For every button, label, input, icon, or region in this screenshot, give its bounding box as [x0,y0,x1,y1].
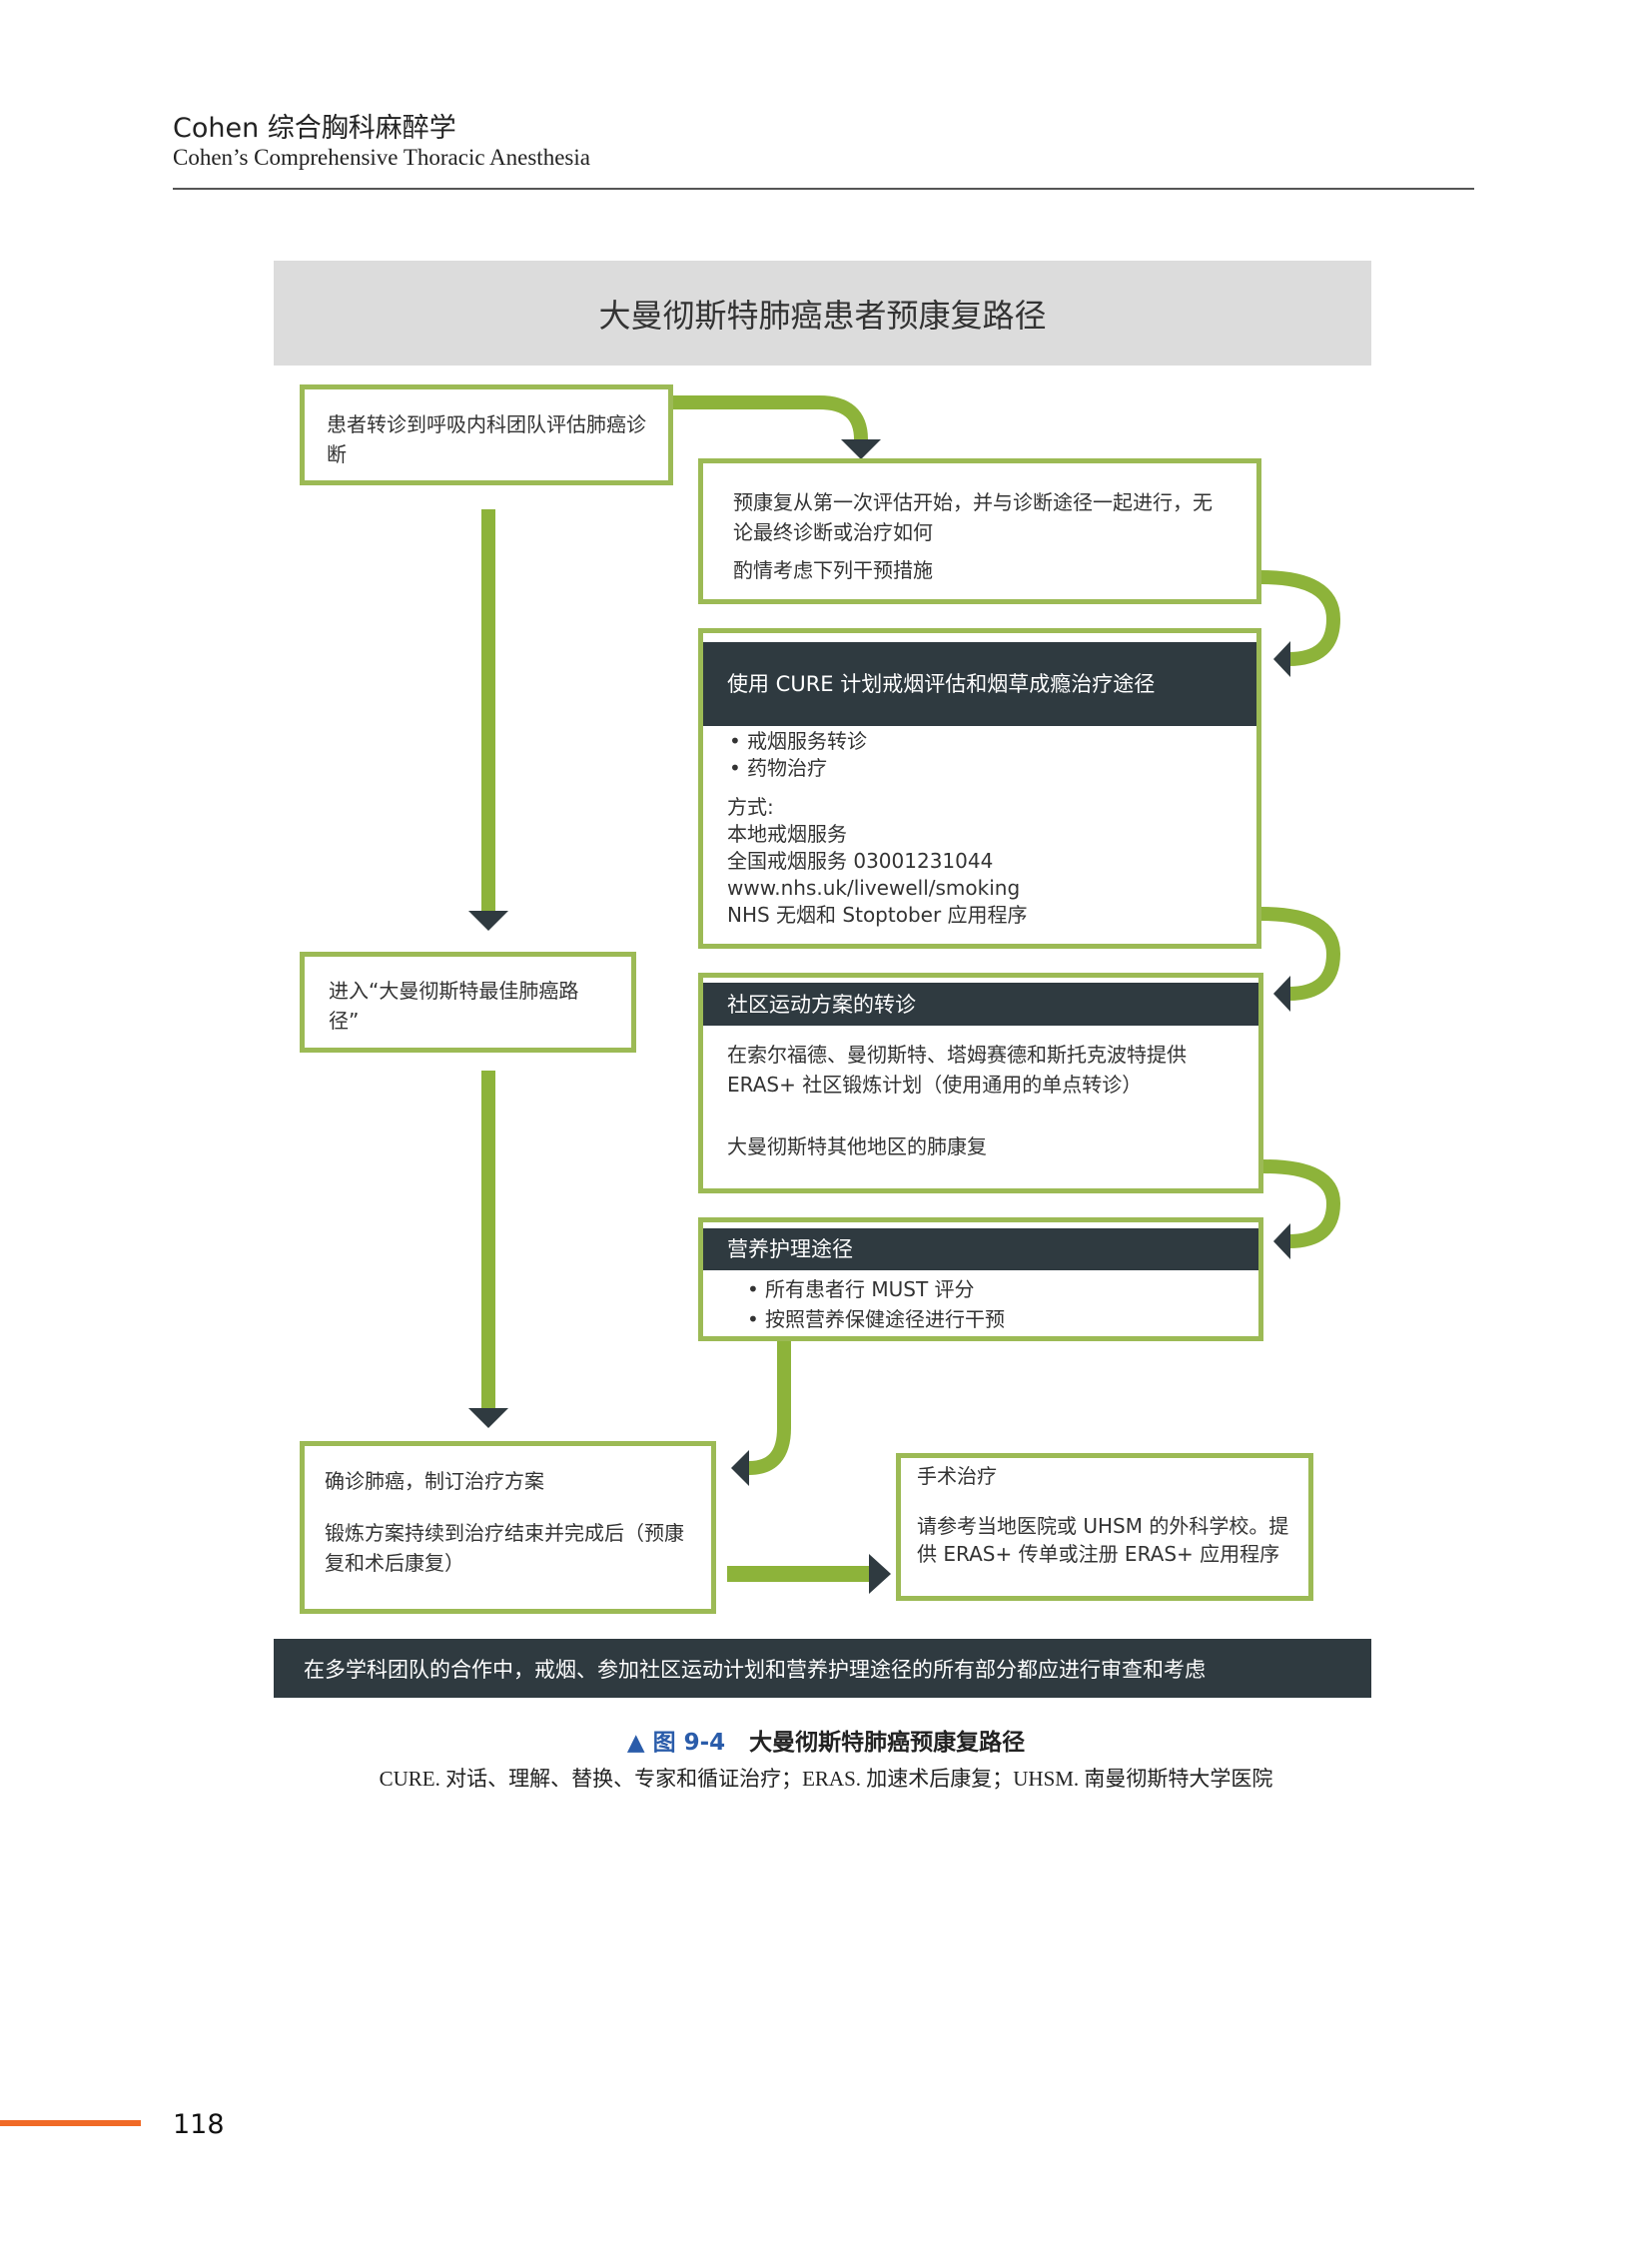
smoking-line: 全国戒烟服务 03001231044 [727,849,994,873]
arrowhead-left-icon [731,1450,749,1486]
box-exercise: 社区运动方案的转诊 在索尔福德、曼彻斯特、塔姆赛德和斯托克波特提供 ERAS+ … [698,973,1263,1193]
arrow-exercise-to-nutrition [1262,1159,1341,1248]
arrow-nutrition-to-diagnosis [748,1341,791,1475]
mdt-band: 在多学科团队的合作中，戒烟、参加社区运动计划和营养护理途径的所有部分都应进行审查… [274,1639,1371,1698]
figure-title: 大曼彻斯特肺癌患者预康复路径 [274,261,1371,366]
nutrition-header: 营养护理途径 [703,1228,1258,1270]
box-surgery: 手术治疗 请参考当地医院或 UHSM 的外科学校。提供 ERAS+ 传单或注册 … [896,1453,1313,1601]
figure-caption: ▲ 图 9-4 大曼彻斯特肺癌预康复路径 [0,1723,1652,1757]
arrowhead-down-icon [468,1408,508,1428]
triangle-marker-icon: ▲ [626,1730,645,1756]
smoking-line: 本地戒烟服务 [727,822,847,846]
smoking-bullet: 药物治疗 [729,755,1233,782]
book-title-en: Cohen’s Comprehensive Thoracic Anesthesi… [173,145,590,170]
figure-label: 图 9-4 [652,1730,726,1756]
arrowhead-left-icon [1273,976,1290,1012]
header-divider [173,188,1474,190]
arrowhead-down-icon [468,911,508,931]
box-prehab: 预康复从第一次评估开始，并与诊断途径一起进行，无论最终诊断或治疗如何 酌情考虑下… [698,458,1261,604]
page-accent-bar [0,2120,141,2126]
arrow-smoking-to-exercise [1260,907,1341,1001]
diagnosis-line1: 确诊肺癌，制订治疗方案 [325,1469,544,1493]
surgery-title: 手术治疗 [917,1464,997,1488]
arrowhead-right-icon [869,1554,891,1594]
nutrition-bullet: 所有患者行 MUST 评分 [747,1274,1258,1304]
prehab-line1: 预康复从第一次评估开始，并与诊断途径一起进行，无论最终诊断或治疗如何 [733,490,1213,544]
box-nutrition: 营养护理途径 所有患者行 MUST 评分 按照营养保健途径进行干预 [698,1217,1263,1341]
smoking-bullet: 戒烟服务转诊 [729,728,1233,755]
exercise-header: 社区运动方案的转诊 [703,983,1258,1026]
arrow-referral-to-prehab [673,395,868,440]
box-optimal-pathway: 进入“大曼彻斯特最佳肺癌路径” [300,952,636,1053]
nutrition-bullet: 按照营养保健途径进行干预 [747,1304,1258,1334]
smoking-header: 使用 CURE 计划戒烟评估和烟草成瘾治疗途径 [703,642,1256,726]
prehab-line2: 酌情考虑下列干预措施 [733,558,933,582]
caption-title: 大曼彻斯特肺癌预康复路径 [749,1730,1026,1756]
smoking-line: NHS 无烟和 Stoptober 应用程序 [727,903,1028,927]
arrowhead-left-icon [1273,641,1290,677]
book-title-cn: Cohen 综合胸科麻醉学 [173,113,456,144]
diagnosis-line2: 锻炼方案持续到治疗结束并完成后（预康复和术后康复） [325,1521,684,1575]
arrowhead-left-icon [1273,1223,1290,1259]
referral-text: 患者转诊到呼吸内科团队评估肺癌诊断 [327,412,646,466]
box-smoking: 使用 CURE 计划戒烟评估和烟草成瘾治疗途径 戒烟服务转诊 药物治疗 方式: … [698,628,1261,949]
page-number: 118 [173,2109,225,2140]
caption-note: CURE. 对话、理解、替换、专家和循证治疗；ERAS. 加速术后康复；UHSM… [379,1767,1273,1791]
exercise-line2: 大曼彻斯特其他地区的肺康复 [727,1134,987,1158]
smoking-line: www.nhs.uk/livewell/smoking [727,876,1021,900]
box-diagnosis: 确诊肺癌，制订治疗方案 锻炼方案持续到治疗结束并完成后（预康复和术后康复） [300,1441,716,1614]
optimal-text: 进入“大曼彻斯特最佳肺癌路径” [329,979,579,1033]
smoking-line: 方式: [727,795,774,819]
arrow-prehab-to-smoking [1260,570,1341,666]
exercise-line1: 在索尔福德、曼彻斯特、塔姆赛德和斯托克波特提供 ERAS+ 社区锻炼计划（使用通… [727,1043,1187,1097]
arrowhead-down-icon [841,439,881,459]
surgery-text: 请参考当地医院或 UHSM 的外科学校。提供 ERAS+ 传单或注册 ERAS+… [917,1514,1289,1566]
box-referral: 患者转诊到呼吸内科团队评估肺癌诊断 [300,384,673,485]
